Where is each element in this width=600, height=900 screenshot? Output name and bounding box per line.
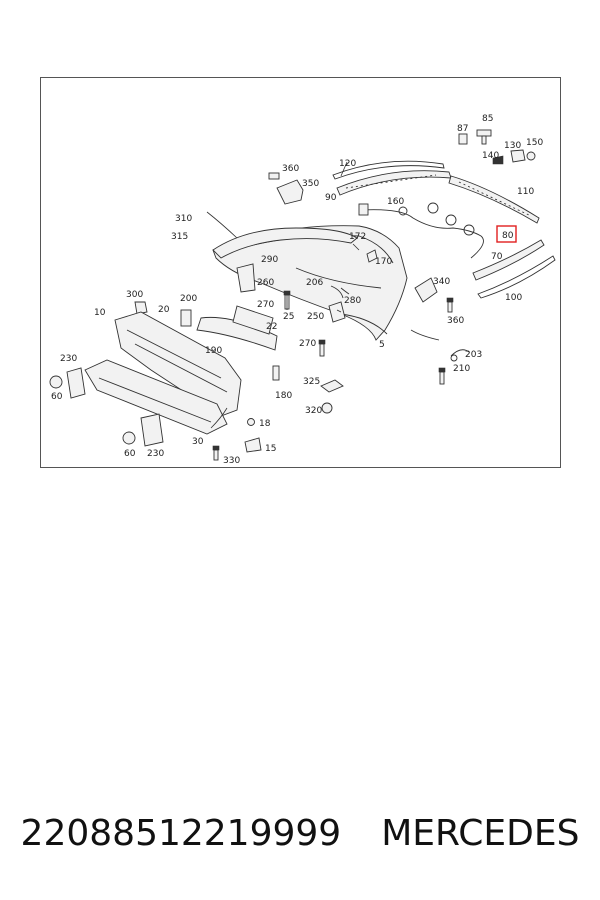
clip-300 xyxy=(134,301,148,315)
bracket-350 xyxy=(268,172,304,205)
trim-strip-90 xyxy=(336,170,452,196)
callout-60-bottom: 60 xyxy=(124,449,136,459)
wiring-harness-160 xyxy=(358,202,484,259)
clip-360-b xyxy=(446,297,454,313)
callout-80: 80 xyxy=(502,231,514,241)
callout-60-left: 60 xyxy=(51,392,63,402)
callout-110: 110 xyxy=(517,187,534,197)
callout-260: 260 xyxy=(257,278,274,288)
callout-5: 5 xyxy=(379,340,385,350)
callout-100: 100 xyxy=(505,293,522,303)
clip-280 xyxy=(340,287,350,295)
callout-200: 200 xyxy=(180,294,197,304)
absorber-190 xyxy=(196,316,278,351)
callout-120: 120 xyxy=(339,159,356,169)
callout-30: 30 xyxy=(192,437,204,447)
callout-360-top: 360 xyxy=(282,164,299,174)
crash-box-230-a xyxy=(66,367,86,399)
clip-140 xyxy=(492,155,504,165)
callout-230-bottom: 230 xyxy=(147,449,164,459)
callout-190: 190 xyxy=(205,346,222,356)
bolt-18 xyxy=(247,418,255,426)
callout-90: 90 xyxy=(325,193,337,203)
bumper-carrier-20 xyxy=(84,359,228,435)
callout-10: 10 xyxy=(94,308,106,318)
exploded-parts-diagram: 85 87 130 150 140 360 120 350 90 110 160… xyxy=(49,114,556,466)
nut-325 xyxy=(320,379,344,393)
clip-210 xyxy=(438,367,446,385)
callout-280: 280 xyxy=(344,296,361,306)
callout-330: 330 xyxy=(223,456,240,466)
block-22 xyxy=(232,305,274,335)
trim-strip-100 xyxy=(477,255,556,299)
parts-diagram-frame: 85 87 130 150 140 360 120 350 90 110 160… xyxy=(40,77,561,468)
callout-320: 320 xyxy=(305,406,322,416)
leader-lines xyxy=(206,161,440,429)
callout-290: 290 xyxy=(261,255,278,265)
trim-strip-110 xyxy=(448,175,540,224)
callout-350: 350 xyxy=(302,179,319,189)
callout-15: 15 xyxy=(265,444,276,454)
callout-170: 170 xyxy=(375,257,392,267)
callout-360-right: 360 xyxy=(447,316,464,326)
callout-315: 315 xyxy=(171,232,188,242)
callout-203: 203 xyxy=(465,350,482,360)
bracket-260 xyxy=(236,263,256,293)
callout-270-mid: 270 xyxy=(299,339,316,349)
crash-box-230-b xyxy=(140,413,164,447)
callout-140: 140 xyxy=(482,151,499,161)
callout-325: 325 xyxy=(303,377,320,387)
callout-230-left: 230 xyxy=(60,354,77,364)
bolt-320 xyxy=(321,402,333,414)
callout-310: 310 xyxy=(175,214,192,224)
callout-20: 20 xyxy=(158,305,170,315)
clip-180 xyxy=(272,365,280,381)
callout-340: 340 xyxy=(433,277,450,287)
bumper-upper-290 xyxy=(212,227,358,259)
cap-60-a xyxy=(49,375,63,389)
connector-203 xyxy=(450,349,470,362)
callout-180: 180 xyxy=(275,391,292,401)
part-number: 22088512219999 xyxy=(20,812,342,854)
callout-labels: 85 87 130 150 140 360 120 350 90 110 160… xyxy=(51,114,543,466)
callout-70: 70 xyxy=(491,252,503,262)
clip-200 xyxy=(180,309,192,327)
callout-160: 160 xyxy=(387,197,404,207)
callout-130: 130 xyxy=(504,141,521,151)
callout-270-top: 270 xyxy=(257,300,274,310)
callout-25: 25 xyxy=(283,312,294,322)
clip-170 xyxy=(366,249,378,263)
part-caption: 22088512219999 MERCEDES xyxy=(0,808,600,858)
bracket-250 xyxy=(328,301,346,323)
callout-210: 210 xyxy=(453,364,470,374)
bracket-340 xyxy=(414,277,438,303)
callout-250: 250 xyxy=(307,312,324,322)
trim-strip-120 xyxy=(332,160,445,180)
clip-206 xyxy=(330,285,344,299)
trim-strip-70 xyxy=(472,239,545,281)
brand-name: MERCEDES xyxy=(381,812,580,854)
clip-87 xyxy=(458,133,468,145)
callout-206: 206 xyxy=(306,278,323,288)
callout-150: 150 xyxy=(526,138,543,148)
clip-85 xyxy=(476,129,492,145)
clip-270-a xyxy=(318,339,326,357)
callout-300: 300 xyxy=(126,290,143,300)
clip-130 xyxy=(510,149,526,163)
bumper-carrier-10 xyxy=(114,311,242,417)
callout-87: 87 xyxy=(457,124,468,134)
callout-85: 85 xyxy=(482,114,493,124)
clip-172 xyxy=(352,243,360,251)
clip-150 xyxy=(526,151,536,161)
cap-60-b xyxy=(122,431,136,445)
highlight-box-80 xyxy=(496,225,517,243)
callout-22: 22 xyxy=(266,322,277,332)
bracket-15 xyxy=(244,437,262,453)
callout-172: 172 xyxy=(349,232,366,242)
bolt-330 xyxy=(212,445,220,461)
callout-18: 18 xyxy=(259,419,271,429)
